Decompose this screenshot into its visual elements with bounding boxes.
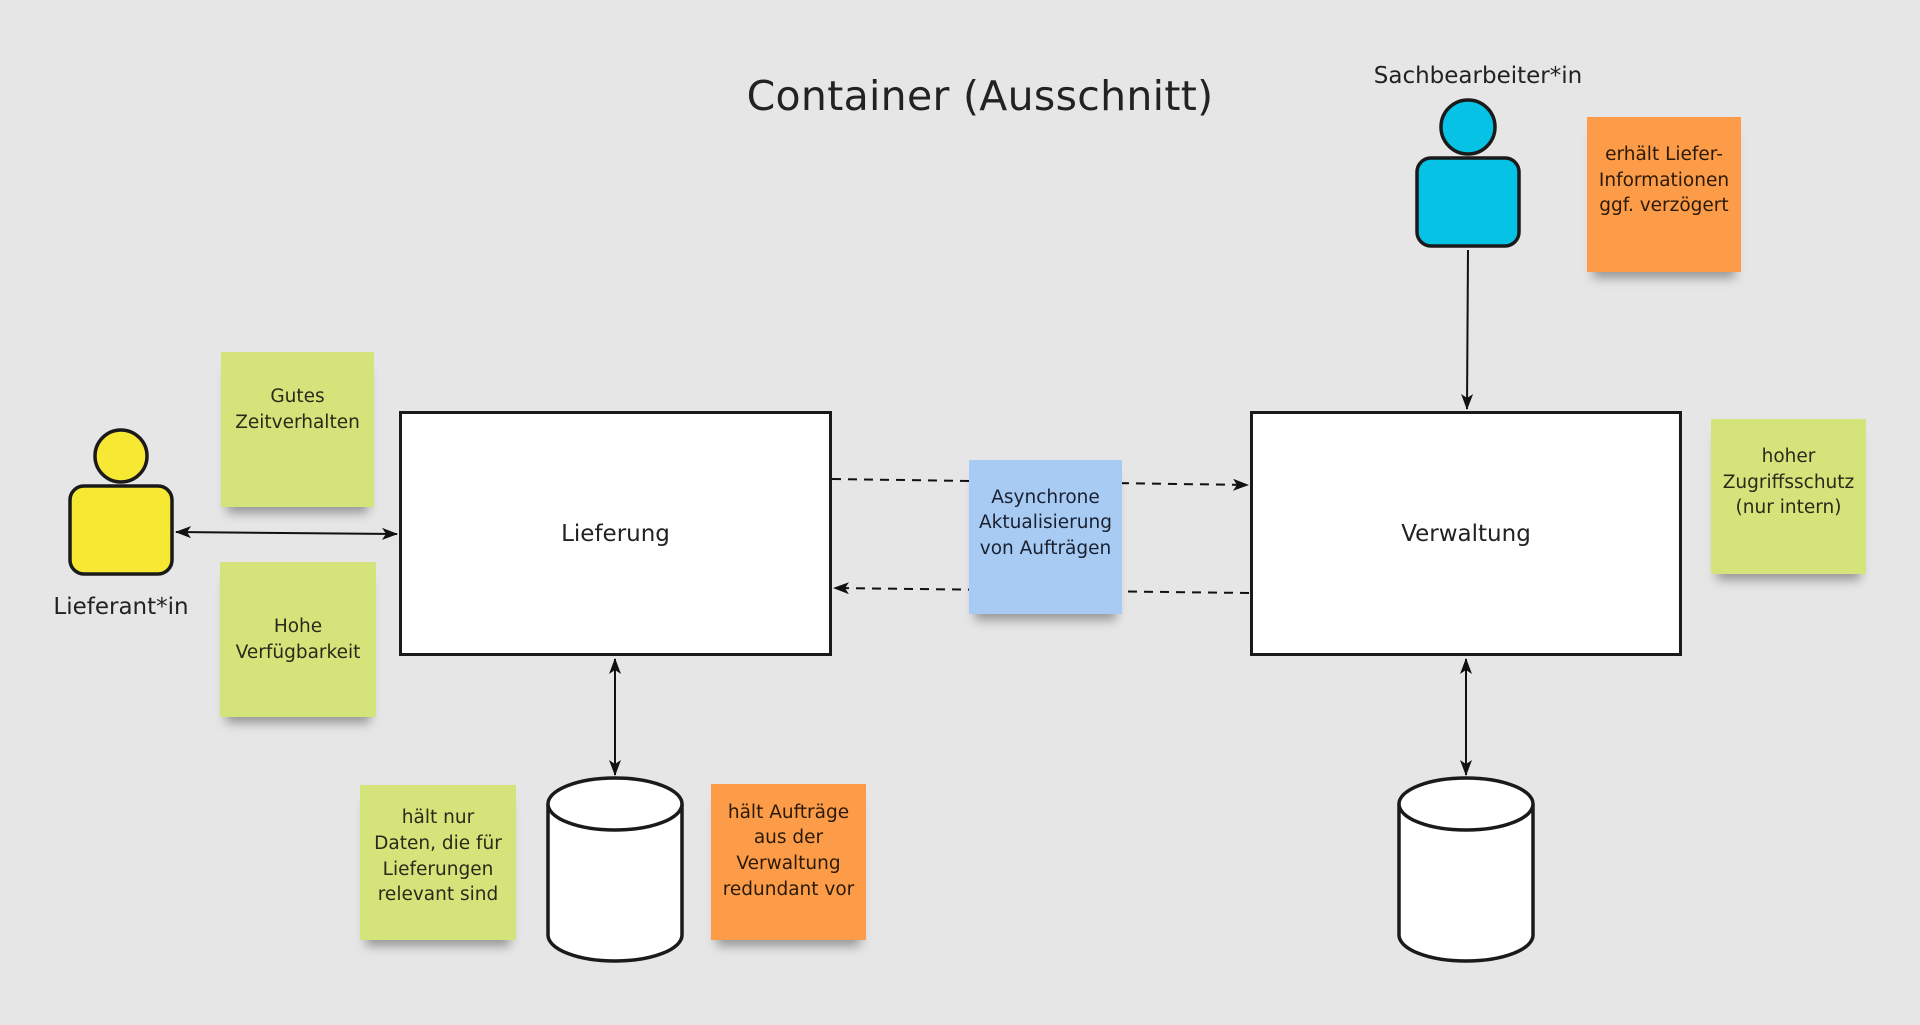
actor-clerk-label: Sachbearbeiter*in	[1373, 63, 1583, 89]
database-delivery-icon[interactable]	[546, 776, 684, 963]
connector-supplier-delivery[interactable]	[175, 526, 398, 540]
database-admin-icon[interactable]	[1397, 776, 1535, 963]
actor-clerk-icon[interactable]	[1415, 98, 1521, 248]
container-delivery-label: Lieferung	[561, 520, 670, 547]
actor-supplier-label: Lieferant*in	[53, 594, 189, 620]
sticky-delayed-info-text: erhält Liefer- Informationen ggf. verzög…	[1598, 144, 1730, 217]
sticky-async-update[interactable]: Asynchrone Aktualisierung von Aufträgen	[969, 460, 1122, 614]
sticky-good-timing[interactable]: Gutes Zeitverhalten	[221, 352, 374, 507]
sticky-async-update-text: Asynchrone Aktualisierung von Aufträgen	[979, 486, 1112, 559]
sticky-good-timing-text: Gutes Zeitverhalten	[235, 385, 360, 433]
sticky-access-protection-text: hoher Zugriffsschutz (nur intern)	[1722, 446, 1855, 519]
container-admin-label: Verwaltung	[1401, 520, 1531, 547]
sticky-high-availability[interactable]: Hohe Verfügbarkeit	[220, 562, 376, 717]
actor-supplier-icon[interactable]	[68, 428, 174, 576]
sticky-high-availability-text: Hohe Verfügbarkeit	[235, 615, 361, 663]
connector-clerk-admin[interactable]	[1461, 249, 1474, 410]
sticky-redundant-orders[interactable]: hält Aufträge aus der Verwaltung redunda…	[711, 784, 866, 940]
container-delivery[interactable]: Lieferung	[399, 411, 832, 656]
sticky-access-protection[interactable]: hoher Zugriffsschutz (nur intern)	[1711, 419, 1866, 574]
sticky-delivery-data-only[interactable]: hält nur Daten, die für Lieferungen rele…	[360, 785, 516, 940]
sticky-redundant-orders-text: hält Aufträge aus der Verwaltung redunda…	[722, 801, 855, 900]
container-admin[interactable]: Verwaltung	[1250, 411, 1682, 656]
sticky-delivery-data-only-text: hält nur Daten, die für Lieferungen rele…	[374, 807, 502, 906]
diagram-title: Container (Ausschnitt)	[746, 72, 1214, 120]
sticky-delayed-info[interactable]: erhält Liefer- Informationen ggf. verzög…	[1587, 117, 1741, 272]
connector-admin-delivery-dashed[interactable]	[833, 582, 1250, 595]
